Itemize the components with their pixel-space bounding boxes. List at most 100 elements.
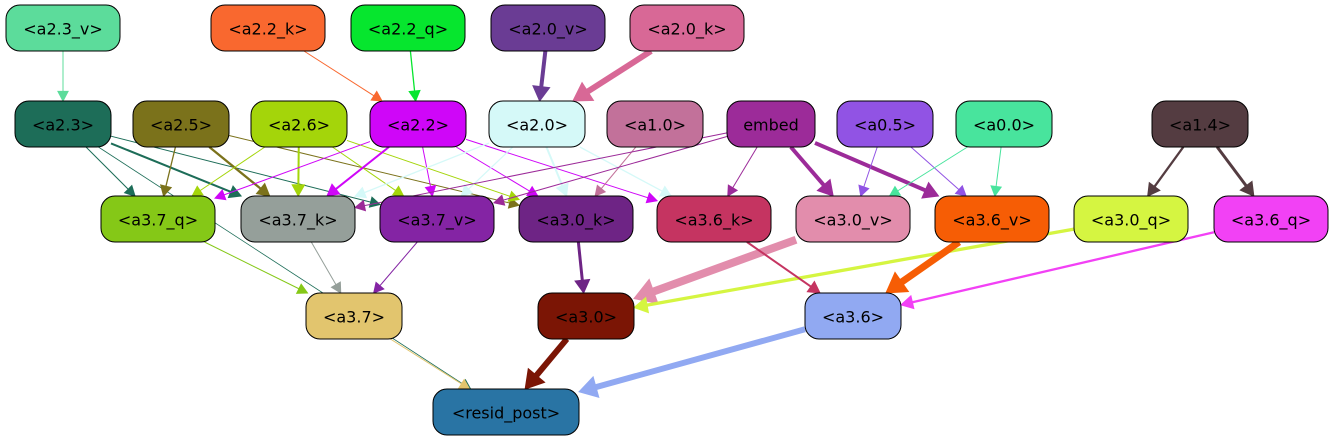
node-box[interactable] xyxy=(5,4,121,52)
node-box[interactable] xyxy=(488,100,586,148)
edge-a2_2-to-a3_7_k xyxy=(326,146,390,197)
node-a3_7_v[interactable]: <a3.7_v> xyxy=(379,195,495,243)
node-box[interactable] xyxy=(14,100,112,148)
node-box[interactable] xyxy=(490,4,606,52)
node-box[interactable] xyxy=(1073,195,1189,243)
node-box[interactable] xyxy=(379,195,495,243)
node-a1_0[interactable]: <a1.0> xyxy=(606,100,704,148)
node-label: <a3.0> xyxy=(555,308,617,327)
node-box[interactable] xyxy=(350,4,466,52)
node-a3_0_k[interactable]: <a3.0_k> xyxy=(518,195,634,243)
node-a3_7_q[interactable]: <a3.7_q> xyxy=(100,195,216,243)
node-box[interactable] xyxy=(804,292,902,340)
node-label: <a1.4> xyxy=(1169,116,1231,135)
node-box[interactable] xyxy=(934,195,1050,243)
node-a2_2[interactable]: <a2.2> xyxy=(369,100,467,148)
edge-arrowhead xyxy=(507,190,521,202)
node-label: <a3.6_v> xyxy=(952,211,1032,231)
node-box[interactable] xyxy=(836,100,934,148)
node-a3_0[interactable]: <a3.0> xyxy=(537,292,635,340)
edge-a3_7_v-to-a3_7 xyxy=(372,241,418,294)
node-box[interactable] xyxy=(132,100,230,148)
node-embed[interactable]: embed xyxy=(726,100,816,148)
node-box[interactable] xyxy=(795,195,911,243)
node-box[interactable] xyxy=(305,292,403,340)
node-box[interactable] xyxy=(537,292,635,340)
edge-arrowhead xyxy=(326,183,341,197)
edge-line xyxy=(539,50,548,87)
node-box[interactable] xyxy=(1213,195,1329,243)
node-box[interactable] xyxy=(518,195,634,243)
edge-arrowhead xyxy=(370,90,383,102)
node-a2_0_v[interactable]: <a2.0_v> xyxy=(490,4,606,52)
edge-a3_7_q-to-a3_7 xyxy=(204,241,309,294)
node-a3_6_k[interactable]: <a3.6_k> xyxy=(656,195,772,243)
node-label: <a0.0> xyxy=(973,116,1035,135)
node-box[interactable] xyxy=(432,388,580,436)
node-label: <a2.2> xyxy=(387,116,449,135)
edge-line xyxy=(85,146,129,190)
node-a2_0[interactable]: <a2.0> xyxy=(488,100,586,148)
edge-a0_5-to-a3_0_v xyxy=(858,146,878,198)
node-a2_3[interactable]: <a2.3> xyxy=(14,100,112,148)
edge-arrowhead xyxy=(572,81,595,102)
edge-line xyxy=(579,146,663,192)
edge-line xyxy=(912,231,1215,304)
node-box[interactable] xyxy=(955,100,1053,148)
node-a2_3_v[interactable]: <a2.3_v> xyxy=(5,4,121,52)
node-box[interactable] xyxy=(606,100,704,148)
node-a2_2_q[interactable]: <a2.2_q> xyxy=(350,4,466,52)
edge-a1_4-to-a3_0_q xyxy=(1147,146,1185,197)
edge-line xyxy=(335,146,390,190)
node-box[interactable] xyxy=(250,100,348,148)
edge-a2_0_k-to-a2_0 xyxy=(572,48,653,102)
node-a3_6_q[interactable]: <a3.6_q> xyxy=(1213,195,1329,243)
node-a0_5[interactable]: <a0.5> xyxy=(836,100,934,148)
node-box[interactable] xyxy=(629,4,745,52)
edge-arrowhead xyxy=(330,281,342,294)
edge-arrowhead xyxy=(57,90,69,103)
node-label: <a1.0> xyxy=(624,116,686,135)
node-a3_7_k[interactable]: <a3.7_k> xyxy=(240,195,356,243)
edge-a2_2_q-to-a2_2 xyxy=(408,50,421,103)
edge-arrowhead xyxy=(555,182,569,197)
edge-line xyxy=(465,138,649,199)
node-a0_0[interactable]: <a0.0> xyxy=(955,100,1053,148)
edge-line xyxy=(995,146,1002,187)
edge-a3_6_q-to-a3_6 xyxy=(900,231,1215,310)
node-a2_2_k[interactable]: <a2.2_k> xyxy=(210,4,326,52)
node-a1_4[interactable]: <a1.4> xyxy=(1151,100,1249,148)
edge-line xyxy=(1153,146,1185,188)
node-box[interactable] xyxy=(656,195,772,243)
node-a3_7[interactable]: <a3.7> xyxy=(305,292,403,340)
node-label: <a2.3> xyxy=(32,116,94,135)
node-label: <a2.2_k> xyxy=(228,20,307,40)
edge-arrowhead xyxy=(888,185,902,197)
node-box[interactable] xyxy=(369,100,467,148)
edge-arrowhead xyxy=(408,89,421,103)
edge-arrowhead xyxy=(990,185,1003,198)
edge-line xyxy=(332,146,396,191)
node-a3_6_v[interactable]: <a3.6_v> xyxy=(934,195,1050,243)
node-box[interactable] xyxy=(1151,100,1249,148)
edge-arrowhead xyxy=(391,185,405,197)
edge-line xyxy=(199,146,266,192)
node-label: <a3.7_v> xyxy=(397,211,477,231)
node-a3_0_v[interactable]: <a3.0_v> xyxy=(795,195,911,243)
node-box[interactable] xyxy=(240,195,356,243)
edge-line xyxy=(165,146,177,187)
node-resid_post[interactable]: <resid_post> xyxy=(432,388,580,436)
node-label: <a2.0> xyxy=(506,116,568,135)
node-a2_5[interactable]: <a2.5> xyxy=(132,100,230,148)
node-a3_6[interactable]: <a3.6> xyxy=(804,292,902,340)
node-a2_0_k[interactable]: <a2.0_k> xyxy=(629,4,745,52)
edge-line xyxy=(379,241,418,287)
node-a2_6[interactable]: <a2.6> xyxy=(250,100,348,148)
node-box[interactable] xyxy=(210,4,326,52)
node-box[interactable] xyxy=(100,195,216,243)
node-box[interactable] xyxy=(726,100,816,148)
edge-line xyxy=(364,142,490,194)
edge-a1_0-to-a3_0_k xyxy=(594,146,637,197)
edge-arrowhead xyxy=(191,185,204,197)
node-a3_0_q[interactable]: <a3.0_q> xyxy=(1073,195,1189,243)
